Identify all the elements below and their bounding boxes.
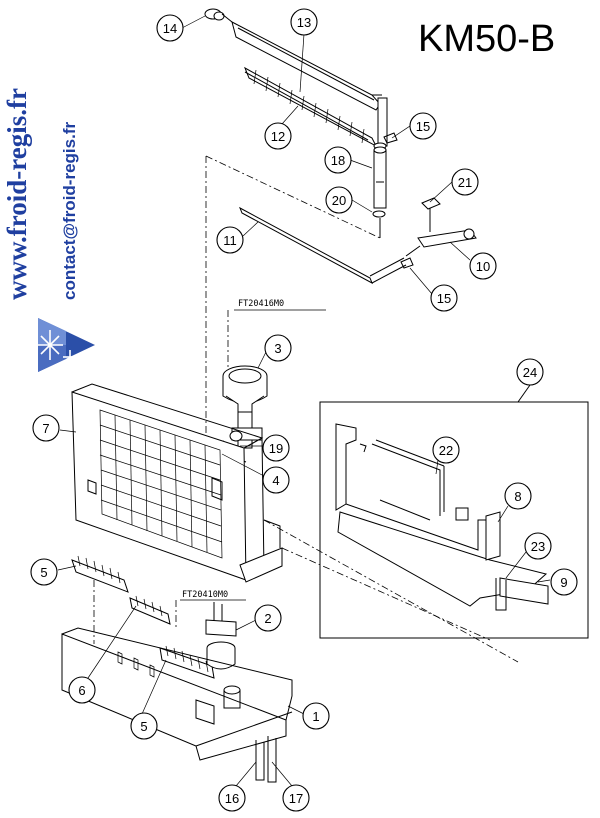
svg-text:7: 7 (42, 421, 49, 436)
leader-lines (57, 15, 551, 787)
svg-text:10: 10 (476, 259, 490, 274)
svg-text:4: 4 (272, 473, 279, 488)
svg-text:15: 15 (416, 119, 430, 134)
callout-1: 1 (302, 702, 330, 730)
part-3-motor (222, 365, 268, 449)
callout-7: 7 (32, 414, 60, 442)
svg-text:16: 16 (225, 791, 239, 806)
callout-5-upper: 5 (30, 558, 58, 586)
snowflake-logo-icon (37, 318, 95, 372)
callout-24: 24 (516, 358, 544, 386)
callout-12: 12 (264, 122, 292, 150)
svg-text:19: 19 (269, 441, 283, 456)
callout-15-top: 15 (409, 112, 437, 140)
callout-15-bottom: 15 (430, 284, 458, 312)
svg-text:8: 8 (514, 489, 521, 504)
ref-code-ft20410m0: FT20410M0 (182, 590, 228, 600)
svg-text:5: 5 (40, 565, 47, 580)
part-5-distributor-upper (71, 555, 129, 644)
part-1-water-tank (61, 627, 293, 783)
svg-text:17: 17 (289, 791, 303, 806)
svg-text:11: 11 (223, 233, 237, 248)
svg-text:12: 12 (271, 129, 285, 144)
part-2-pump (205, 602, 237, 670)
ref-code-ft20416m0: FT20416M0 (238, 299, 284, 309)
svg-text:24: 24 (523, 365, 537, 380)
callout-9: 9 (550, 568, 578, 596)
svg-text:15: 15 (437, 291, 451, 306)
svg-text:5: 5 (140, 719, 147, 734)
svg-text:2: 2 (264, 611, 271, 626)
callout-13: 13 (290, 8, 318, 36)
callout-22: 22 (432, 436, 460, 464)
callout-18: 18 (324, 146, 352, 174)
callout-10: 10 (469, 252, 497, 280)
svg-text:18: 18 (331, 153, 345, 168)
inset-frame-24 (319, 401, 589, 639)
callout-17: 17 (282, 784, 310, 812)
callout-8: 8 (504, 482, 532, 510)
svg-text:14: 14 (163, 21, 177, 36)
svg-text:3: 3 (274, 341, 281, 356)
svg-text:20: 20 (332, 193, 346, 208)
svg-text:23: 23 (531, 539, 545, 554)
callout-6: 6 (68, 676, 96, 704)
svg-text:21: 21 (458, 175, 472, 190)
part-6-distributor (129, 595, 215, 679)
part-11-rod (239, 206, 407, 285)
callout-16: 16 (218, 784, 246, 812)
callout-23: 23 (524, 532, 552, 560)
callout-2: 2 (254, 604, 282, 632)
callout-14: 14 (156, 14, 184, 42)
callout-3: 3 (264, 334, 292, 362)
svg-text:6: 6 (78, 683, 85, 698)
part-18-20-hose (372, 142, 387, 238)
callout-19: 19 (262, 434, 290, 462)
callout-21: 21 (451, 168, 479, 196)
callout-5-lower: 5 (130, 712, 158, 740)
part-14-13-12-rail (204, 8, 388, 148)
callout-20: 20 (325, 186, 353, 214)
callout-11: 11 (216, 226, 244, 254)
svg-text:13: 13 (297, 15, 311, 30)
callout-4: 4 (262, 466, 290, 494)
part-7-evaporator (71, 383, 283, 583)
svg-text:9: 9 (560, 575, 567, 590)
part-22-8-23-9-bracket (335, 423, 549, 611)
svg-text:1: 1 (312, 709, 319, 724)
svg-text:22: 22 (439, 443, 453, 458)
model-label: KM50-B (418, 18, 556, 60)
part-10-21-tube (383, 132, 477, 269)
